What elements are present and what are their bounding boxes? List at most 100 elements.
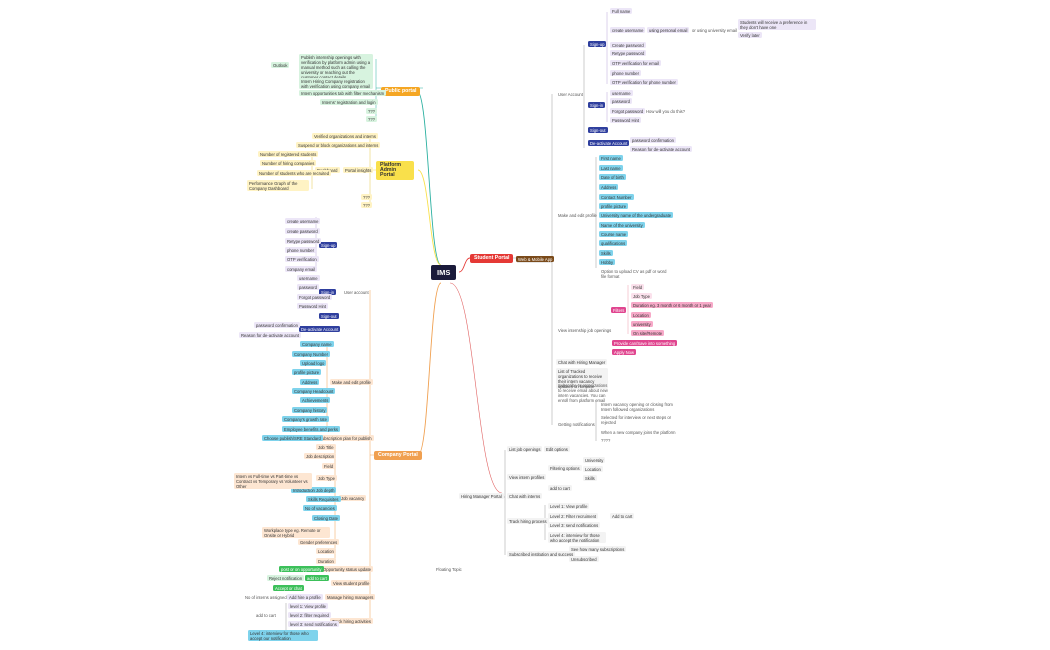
branch-student-portal[interactable]: Student Portal [470, 254, 514, 263]
branch-hiring-portal[interactable]: Hiring Manager Portal [459, 493, 504, 500]
company-profile-field[interactable]: Company history [292, 407, 328, 414]
student-profile-field[interactable]: Course name [599, 231, 629, 238]
company-job-field[interactable]: Job Title [316, 444, 336, 451]
company-profile-field[interactable]: Upload logo [300, 360, 327, 367]
student-filter-item[interactable]: Job Type [631, 293, 652, 300]
company-view-item[interactable]: Accept or chat [273, 585, 304, 592]
company-subscription[interactable]: Subscription plan for publish [317, 435, 374, 442]
forgot-password-note[interactable]: How will you do this? [646, 108, 686, 114]
student-profile-cv[interactable]: Option to upload CV as pdf or word file … [601, 268, 667, 279]
student-notification-item[interactable]: When a new company joins the platform [601, 429, 676, 435]
branch-company-portal[interactable]: Company Portal [374, 451, 422, 460]
student-signup-item[interactable]: Retype password [610, 50, 647, 57]
hiring-track-item[interactable]: Level 3: send notifications [548, 522, 601, 529]
hiring-chat[interactable]: Chat with interns [507, 493, 543, 500]
hiring-sub-item[interactable]: See how many subscriptions [569, 546, 627, 553]
public-item[interactable]: ??? [366, 116, 377, 123]
student-webapp-node[interactable]: Web & Mobile App [516, 256, 555, 263]
student-profile-field[interactable]: University name of the undergraduate [599, 212, 674, 219]
student-save-button[interactable]: Provide can/Save into something [612, 340, 678, 347]
username-tip[interactable]: Students will receive a preference in th… [738, 19, 816, 31]
student-signup-item[interactable]: Full name [610, 8, 633, 15]
branch-admin-portal[interactable]: Platform Admin Portal [376, 161, 414, 180]
hiring-add-cart[interactable]: add to cart [548, 485, 572, 492]
company-profile-field[interactable]: Company's growth rate [282, 416, 329, 423]
student-profile-field[interactable]: Date of birth [599, 174, 626, 181]
student-signin-item[interactable]: Forgot password [610, 108, 646, 115]
company-opportunity-item[interactable]: post or on opportunity [279, 566, 324, 573]
student-profile-field[interactable]: Name of the university [599, 222, 645, 229]
company-signout[interactable]: Sign-out [319, 313, 339, 320]
student-profile-field[interactable]: First name [599, 155, 623, 162]
company-track-item[interactable]: level 3: send notifications [288, 621, 339, 628]
company-job-field[interactable]: Closing Date [312, 515, 340, 522]
admin-insights[interactable]: Portal insights [343, 167, 374, 174]
public-item[interactable]: ??? [366, 108, 377, 115]
company-profile-field[interactable]: Company name [300, 341, 334, 348]
company-signup-item[interactable]: Retype password [285, 238, 322, 245]
company-profile-field[interactable]: Address [300, 379, 320, 386]
student-signin-item[interactable]: Password Hint [610, 117, 641, 124]
company-profile-field[interactable]: Achievements [300, 397, 331, 404]
student-signup[interactable]: Sign-up [588, 41, 607, 48]
company-signin-item[interactable]: Password Hint [297, 303, 328, 310]
student-filter-item[interactable]: On site/Remote [631, 330, 665, 337]
username-verify-later[interactable]: Verify later [738, 32, 762, 39]
student-profile-field[interactable]: Skills [599, 250, 613, 257]
student-list-follow[interactable]: List of Tracked organizations to receive… [556, 368, 608, 390]
company-job-field[interactable]: Duration [316, 558, 336, 565]
username-option-personal[interactable]: using personal email [647, 27, 690, 34]
company-track-item[interactable]: level 1: View profile [288, 603, 329, 610]
company-manage-note[interactable]: No of interns assigned [245, 594, 287, 600]
admin-metric[interactable]: Number of students who are recruited [257, 170, 332, 177]
admin-metric[interactable]: Performance Graph of the Company Dashboa… [247, 180, 309, 192]
student-filters[interactable]: Filters [611, 307, 627, 314]
hiring-filtering[interactable]: Filtering options [548, 465, 582, 472]
company-job-field[interactable]: Field [322, 463, 336, 470]
student-deactivate-item[interactable]: Reason for de-activate account [630, 146, 692, 153]
company-deactivate-item[interactable]: password confirmation [254, 322, 300, 329]
username-option-university[interactable]: or using university email [692, 27, 737, 33]
public-item[interactable]: Publish internship openings with verific… [299, 54, 373, 81]
company-job-field[interactable]: Job Type [316, 475, 337, 482]
company-signup-item[interactable]: create username [285, 218, 321, 225]
student-view-openings[interactable]: View internship job openings [558, 327, 612, 333]
student-signin-item[interactable]: username [610, 90, 633, 97]
hiring-view-profiles[interactable]: View intern profiles [507, 474, 547, 481]
student-filter-item[interactable]: Location [631, 312, 651, 319]
company-job-vacancy[interactable]: Job vacancy [339, 495, 367, 502]
company-manage-item[interactable]: Add hire a profile [287, 594, 323, 601]
hiring-list-openings[interactable]: List job openings [507, 446, 543, 453]
student-notification-item[interactable]: Selected for interview or next steps or … [601, 414, 672, 425]
student-profile-field[interactable]: Last name [599, 165, 623, 172]
admin-metric[interactable]: Number of hiring companies [260, 160, 317, 167]
admin-item[interactable]: Verified organizations and interns [312, 133, 378, 140]
company-view-item[interactable]: Reject notification [267, 575, 305, 582]
company-deactivate[interactable]: De-activate Account [299, 326, 341, 333]
public-outlook[interactable]: Outlook [271, 62, 290, 69]
admin-item[interactable]: Suspend or block organizations and inter… [296, 142, 381, 149]
student-chat[interactable]: Chat with Hiring Manager [556, 359, 608, 366]
company-opportunity-status[interactable]: Opportunity status update [321, 566, 373, 573]
student-deactivate-item[interactable]: password confirmation [630, 137, 676, 144]
company-job-field[interactable]: Introduction Job depth [291, 487, 337, 494]
student-profile-field[interactable]: Hobby [599, 259, 616, 266]
company-job-type-detail[interactable]: Intern vs Full-time vs Part-time vs Cont… [234, 473, 312, 490]
company-signup-item[interactable]: company email [285, 266, 318, 273]
company-signin-item[interactable]: password [297, 284, 319, 291]
company-signup-item[interactable]: OTP verification [285, 256, 319, 263]
company-track-item[interactable]: Level 4: interview for those who accept … [248, 630, 318, 642]
company-job-field[interactable]: Job description [304, 453, 337, 460]
hiring-track-item[interactable]: Level 4: interview for those who accept … [548, 532, 606, 544]
hiring-filter-item[interactable]: Location [583, 466, 603, 473]
student-signup-item[interactable]: create username [610, 27, 646, 34]
hiring-track-cart[interactable]: Add to cart [610, 513, 635, 520]
student-signup-item[interactable]: phone number [610, 70, 642, 77]
student-profile-field[interactable]: Contact Number [599, 194, 634, 201]
company-view-item[interactable]: add to cart [305, 575, 329, 582]
student-notifications[interactable]: Getting notifications [558, 421, 595, 427]
hiring-track-item[interactable]: Level 1: View profile [548, 503, 590, 510]
company-signin-item[interactable]: Forgot password [297, 294, 333, 301]
company-job-field[interactable]: Gender preferences [298, 539, 340, 546]
floating-topic[interactable]: Floating Topic [436, 566, 462, 572]
